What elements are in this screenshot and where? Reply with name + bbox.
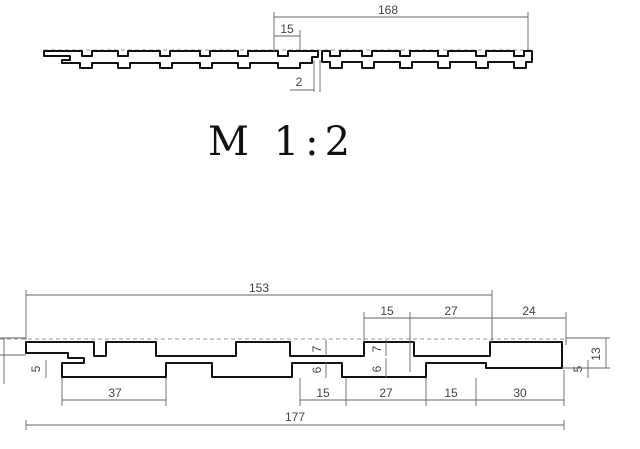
detail-profile-outline <box>25 341 563 378</box>
dim-label-168: 168 <box>378 3 398 17</box>
dim-label-groove-a: 7 <box>310 345 324 352</box>
detail-profile-view: 153 15 27 24 37 15 27 15 30 177 5 7 6 7 … <box>0 281 610 430</box>
dim-label-right-step: 5 <box>571 365 585 372</box>
dim-label-15-top: 15 <box>280 22 294 36</box>
dim-line-15-top <box>274 30 301 50</box>
dim-label-left-step: 5 <box>29 365 43 372</box>
dim-label-thickness: 13 <box>589 347 603 361</box>
dim-label-top-27: 27 <box>444 304 458 318</box>
dim-label-groove-d: 6 <box>370 365 384 372</box>
dim-line-top-row <box>363 312 567 372</box>
dim-line-thickness <box>566 337 610 369</box>
dim-label-2: 2 <box>296 75 303 89</box>
dim-label-bottom-30: 30 <box>513 386 527 400</box>
dim-label-top-15: 15 <box>380 304 394 318</box>
dim-label-top-24: 24 <box>522 304 536 318</box>
top-profile-outline <box>43 50 319 69</box>
dim-line-bottom-row <box>61 370 565 406</box>
dim-label-177: 177 <box>285 410 305 424</box>
dim-label-groove-c: 7 <box>370 345 384 352</box>
dim-label-bottom-15a: 15 <box>316 386 330 400</box>
dim-label-153: 153 <box>249 281 269 295</box>
top-profile-right-panel <box>321 50 533 69</box>
dim-label-bottom-27: 27 <box>379 386 393 400</box>
dim-line-left-edge <box>0 337 26 384</box>
dim-label-bottom-37: 37 <box>108 386 122 400</box>
dim-line-168 <box>273 12 529 52</box>
scale-label: M 1:2 <box>208 119 356 165</box>
dim-label-groove-b: 6 <box>310 366 324 373</box>
top-profile-view: 168 15 2 <box>43 3 533 92</box>
dim-line-2 <box>290 60 321 92</box>
dim-label-bottom-15b: 15 <box>444 386 458 400</box>
dim-line-177 <box>25 420 565 430</box>
dim-line-153 <box>25 290 493 340</box>
